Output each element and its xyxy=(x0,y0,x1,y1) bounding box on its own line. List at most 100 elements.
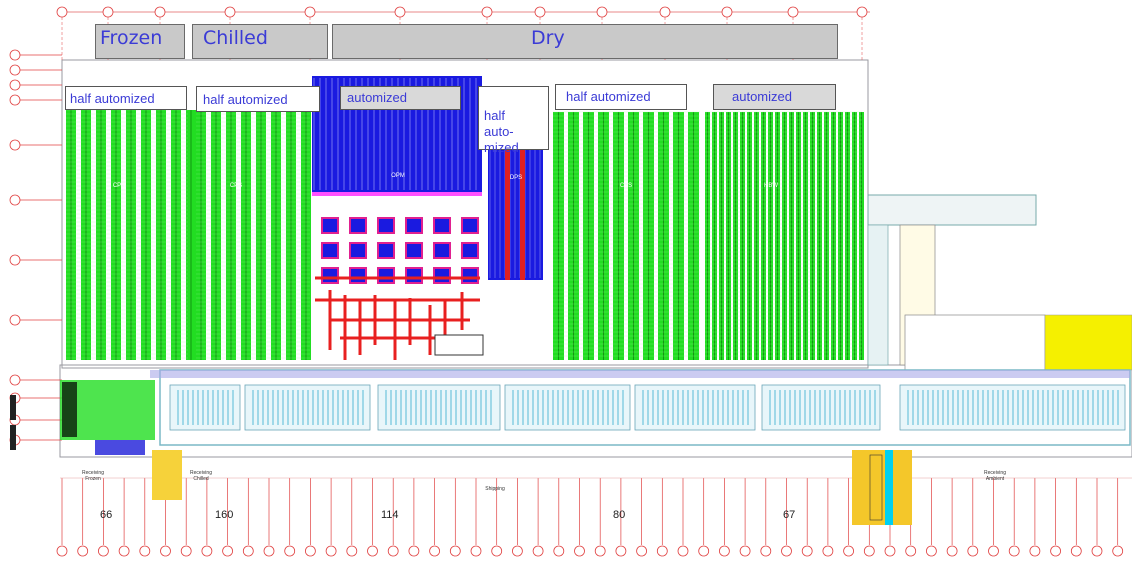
grid-bubble xyxy=(304,6,316,18)
grid-bubble xyxy=(636,545,647,557)
chilled-dock-area xyxy=(152,450,182,500)
area-label: half automized xyxy=(70,91,155,106)
picking-station xyxy=(349,267,367,284)
grid-bubble xyxy=(491,545,503,557)
loading-bay xyxy=(377,384,501,431)
grid-bubble xyxy=(677,545,689,557)
office-annex xyxy=(867,194,1132,371)
conveyor-system xyxy=(315,276,484,360)
grid-bubble xyxy=(367,545,378,557)
loading-bay xyxy=(634,384,756,431)
aisle-label-cps-dry: CPS xyxy=(619,183,633,189)
area-dps-half-automated: half auto- mized xyxy=(478,86,549,155)
grid-bubble xyxy=(222,545,234,557)
area-opm-automated: automized xyxy=(340,86,461,110)
picking-station xyxy=(321,242,339,259)
grid-bubble xyxy=(263,545,275,557)
zone-frozen: Frozen xyxy=(95,24,185,59)
grid-bubble xyxy=(1008,545,1020,557)
grid-bubble xyxy=(449,545,461,557)
grid-bubble xyxy=(9,314,21,326)
aisle-label-hbw: HBW xyxy=(764,183,778,189)
zone-frozen-label: Frozen xyxy=(100,27,163,49)
left-edge-doors xyxy=(10,395,16,450)
count-dry-docks-1: 114 xyxy=(381,509,399,521)
grid-bubble xyxy=(160,545,171,557)
grid-bubble xyxy=(9,194,21,206)
picking-station xyxy=(321,267,339,284)
picking-station xyxy=(349,217,367,234)
area-chilled-half-automated: half automized xyxy=(196,86,320,112)
grid-bubble xyxy=(967,545,979,557)
grid-bubble xyxy=(781,545,792,557)
grid-bubble xyxy=(9,79,21,91)
grid-bubble xyxy=(9,64,21,76)
grid-bubble xyxy=(180,545,192,557)
grid-bubble xyxy=(56,545,68,557)
grid-bubble xyxy=(615,545,627,557)
grid-bubble xyxy=(387,545,399,557)
grid-bubble xyxy=(304,545,316,557)
grid-bubble xyxy=(787,6,799,18)
picking-station xyxy=(377,217,395,234)
zone-dry: Dry xyxy=(332,24,838,59)
grid-bubble xyxy=(594,545,606,557)
picking-station xyxy=(461,267,479,284)
grid-bubble xyxy=(822,545,834,557)
aisle-label-opm: OPM xyxy=(391,173,405,179)
count-frozen-docks: 66 xyxy=(100,509,113,521)
grid-bubble xyxy=(139,545,151,557)
grid-bubble xyxy=(470,545,482,557)
dps-automated-block xyxy=(488,130,543,280)
grid-bubble xyxy=(574,545,585,557)
grid-bubble xyxy=(98,545,109,557)
picking-station xyxy=(405,267,423,284)
grid-bubble xyxy=(719,545,730,557)
area-label: half automized xyxy=(203,92,288,107)
grid-bubble xyxy=(698,545,710,557)
grid-bubble xyxy=(9,254,21,266)
grid-bubble xyxy=(1029,545,1041,557)
grid-bubble xyxy=(656,545,668,557)
grid-bubble xyxy=(843,545,854,557)
grid-bubble xyxy=(118,545,130,557)
grid-bubble xyxy=(856,6,868,18)
dock-label-receiving-chilled: Receiving Chilled xyxy=(190,470,212,482)
loading-bay xyxy=(169,384,241,431)
count-dry-docks-3: 67 xyxy=(783,509,796,521)
conveyor-belt xyxy=(150,370,1130,378)
grid-bubble xyxy=(408,545,420,557)
grid-bubble xyxy=(9,94,21,106)
dock-label-shipping: Shipping xyxy=(485,486,505,492)
picking-station xyxy=(321,217,339,234)
picking-stations xyxy=(321,217,479,284)
area-label: automized xyxy=(347,90,407,105)
dock-label-receiving-ambient: Receiving Ambient xyxy=(984,470,1006,482)
grid-bubble xyxy=(553,545,565,557)
grid-bubble xyxy=(346,545,358,557)
grid-bubble xyxy=(9,374,21,386)
grid-bubble xyxy=(946,545,958,557)
dock-label-receiving-frozen: Receiving Frozen xyxy=(82,470,104,482)
loading-bays xyxy=(150,369,1131,446)
grid-bubble xyxy=(56,6,68,18)
control-room xyxy=(434,334,484,356)
grid-bubble xyxy=(739,545,751,557)
picking-station xyxy=(377,267,395,284)
aisle-label-cps-chilled: CPS xyxy=(229,183,243,189)
area-label: half auto- mized xyxy=(484,108,519,155)
aisle-label-dps: DPS xyxy=(509,175,523,181)
zone-chilled-label: Chilled xyxy=(203,27,268,49)
area-label: half automized xyxy=(566,89,651,104)
grid-bubble xyxy=(224,6,236,18)
count-dry-docks-2: 80 xyxy=(613,509,626,521)
grid-bubble xyxy=(481,6,493,18)
grid-bubble xyxy=(1091,545,1103,557)
picking-station xyxy=(461,242,479,259)
grid-bubble xyxy=(512,545,523,557)
picking-station xyxy=(433,217,451,234)
grid-bubble xyxy=(926,545,937,557)
grid-bubble xyxy=(532,545,544,557)
grid-bubble xyxy=(154,6,166,18)
